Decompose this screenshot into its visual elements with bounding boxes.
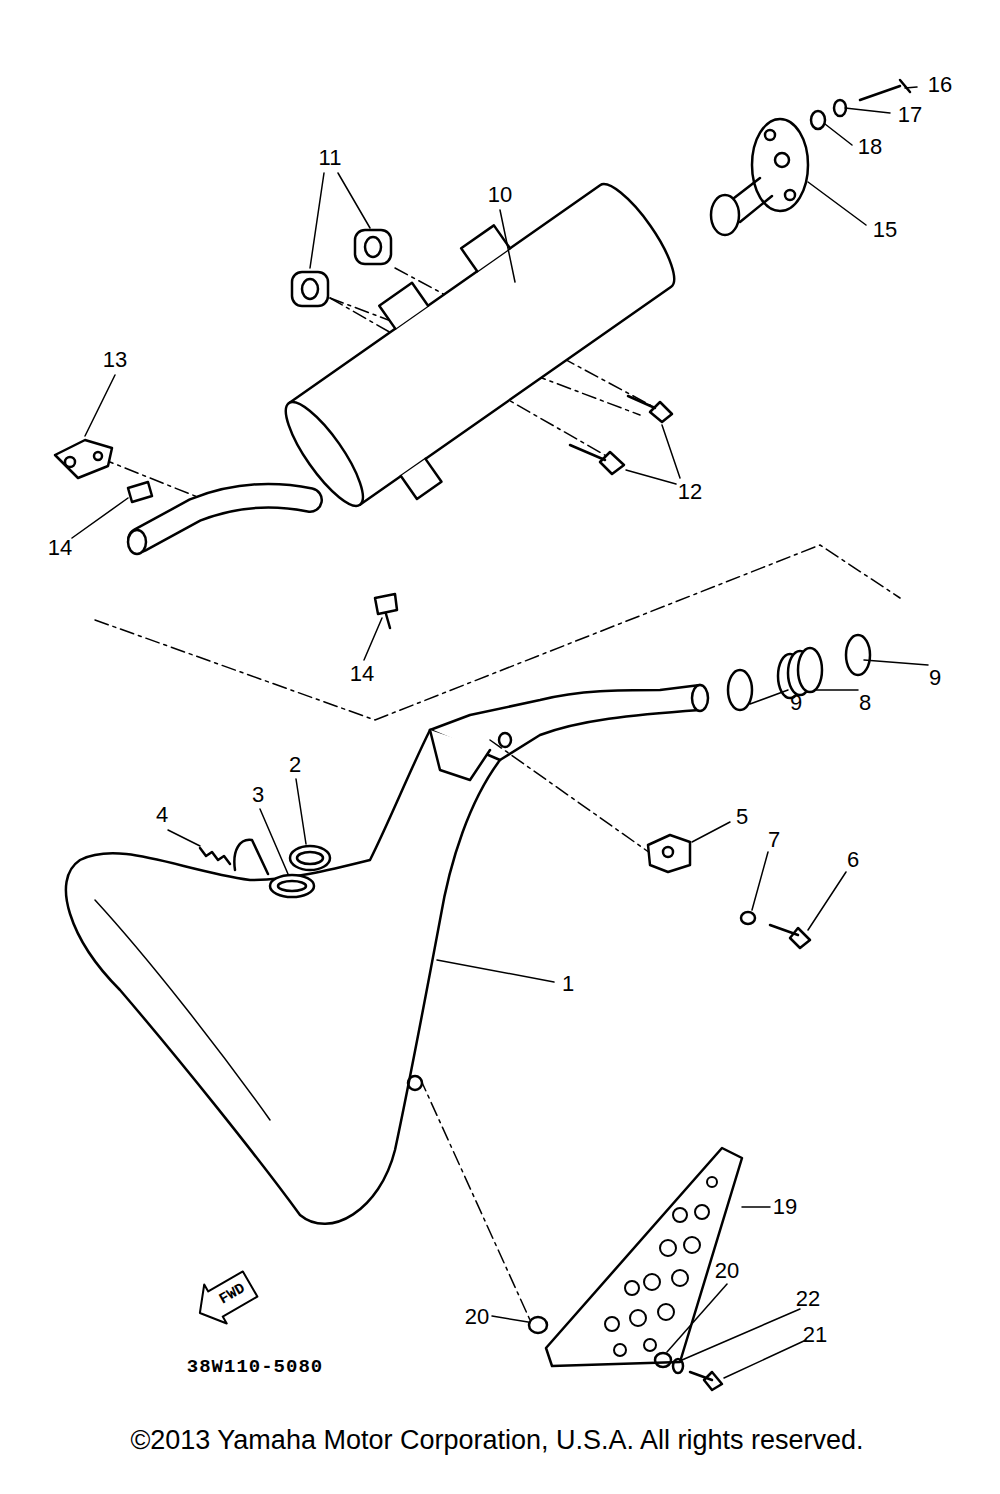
callout-number: 13: [103, 349, 127, 371]
callout-number: 9: [790, 692, 802, 714]
callout-number: 3: [252, 784, 264, 806]
callout-number: 11: [319, 147, 342, 169]
callout-number: 19: [773, 1196, 797, 1218]
callout-number: 22: [796, 1288, 820, 1310]
callout-number: 21: [803, 1324, 827, 1346]
diagram-code: 38W110-5080: [187, 1358, 323, 1377]
callout-number: 14: [48, 537, 72, 559]
callout-number: 20: [715, 1260, 739, 1282]
callout-number: 17: [898, 104, 922, 126]
callout-number: 8: [859, 692, 871, 714]
callout-number: 10: [488, 184, 512, 206]
forward-arrow: FWD: [193, 1271, 258, 1325]
copyright-note: ©2013 Yamaha Motor Corporation, U.S.A. A…: [130, 1427, 863, 1454]
callout-number: 4: [156, 804, 168, 826]
callout-number: 16: [928, 74, 952, 96]
callout-number: 18: [858, 136, 882, 158]
callout-number: 6: [847, 849, 859, 871]
callout-number: 20: [465, 1306, 489, 1328]
callout-number: 7: [768, 829, 780, 851]
callout-number: 12: [678, 481, 702, 503]
callout-number: 2: [289, 754, 301, 776]
callout-number: 15: [873, 219, 897, 241]
callout-number: 9: [929, 667, 941, 689]
callout-number: 5: [736, 806, 748, 828]
callout-number: 14: [350, 663, 374, 685]
callout-number: 1: [562, 973, 574, 995]
